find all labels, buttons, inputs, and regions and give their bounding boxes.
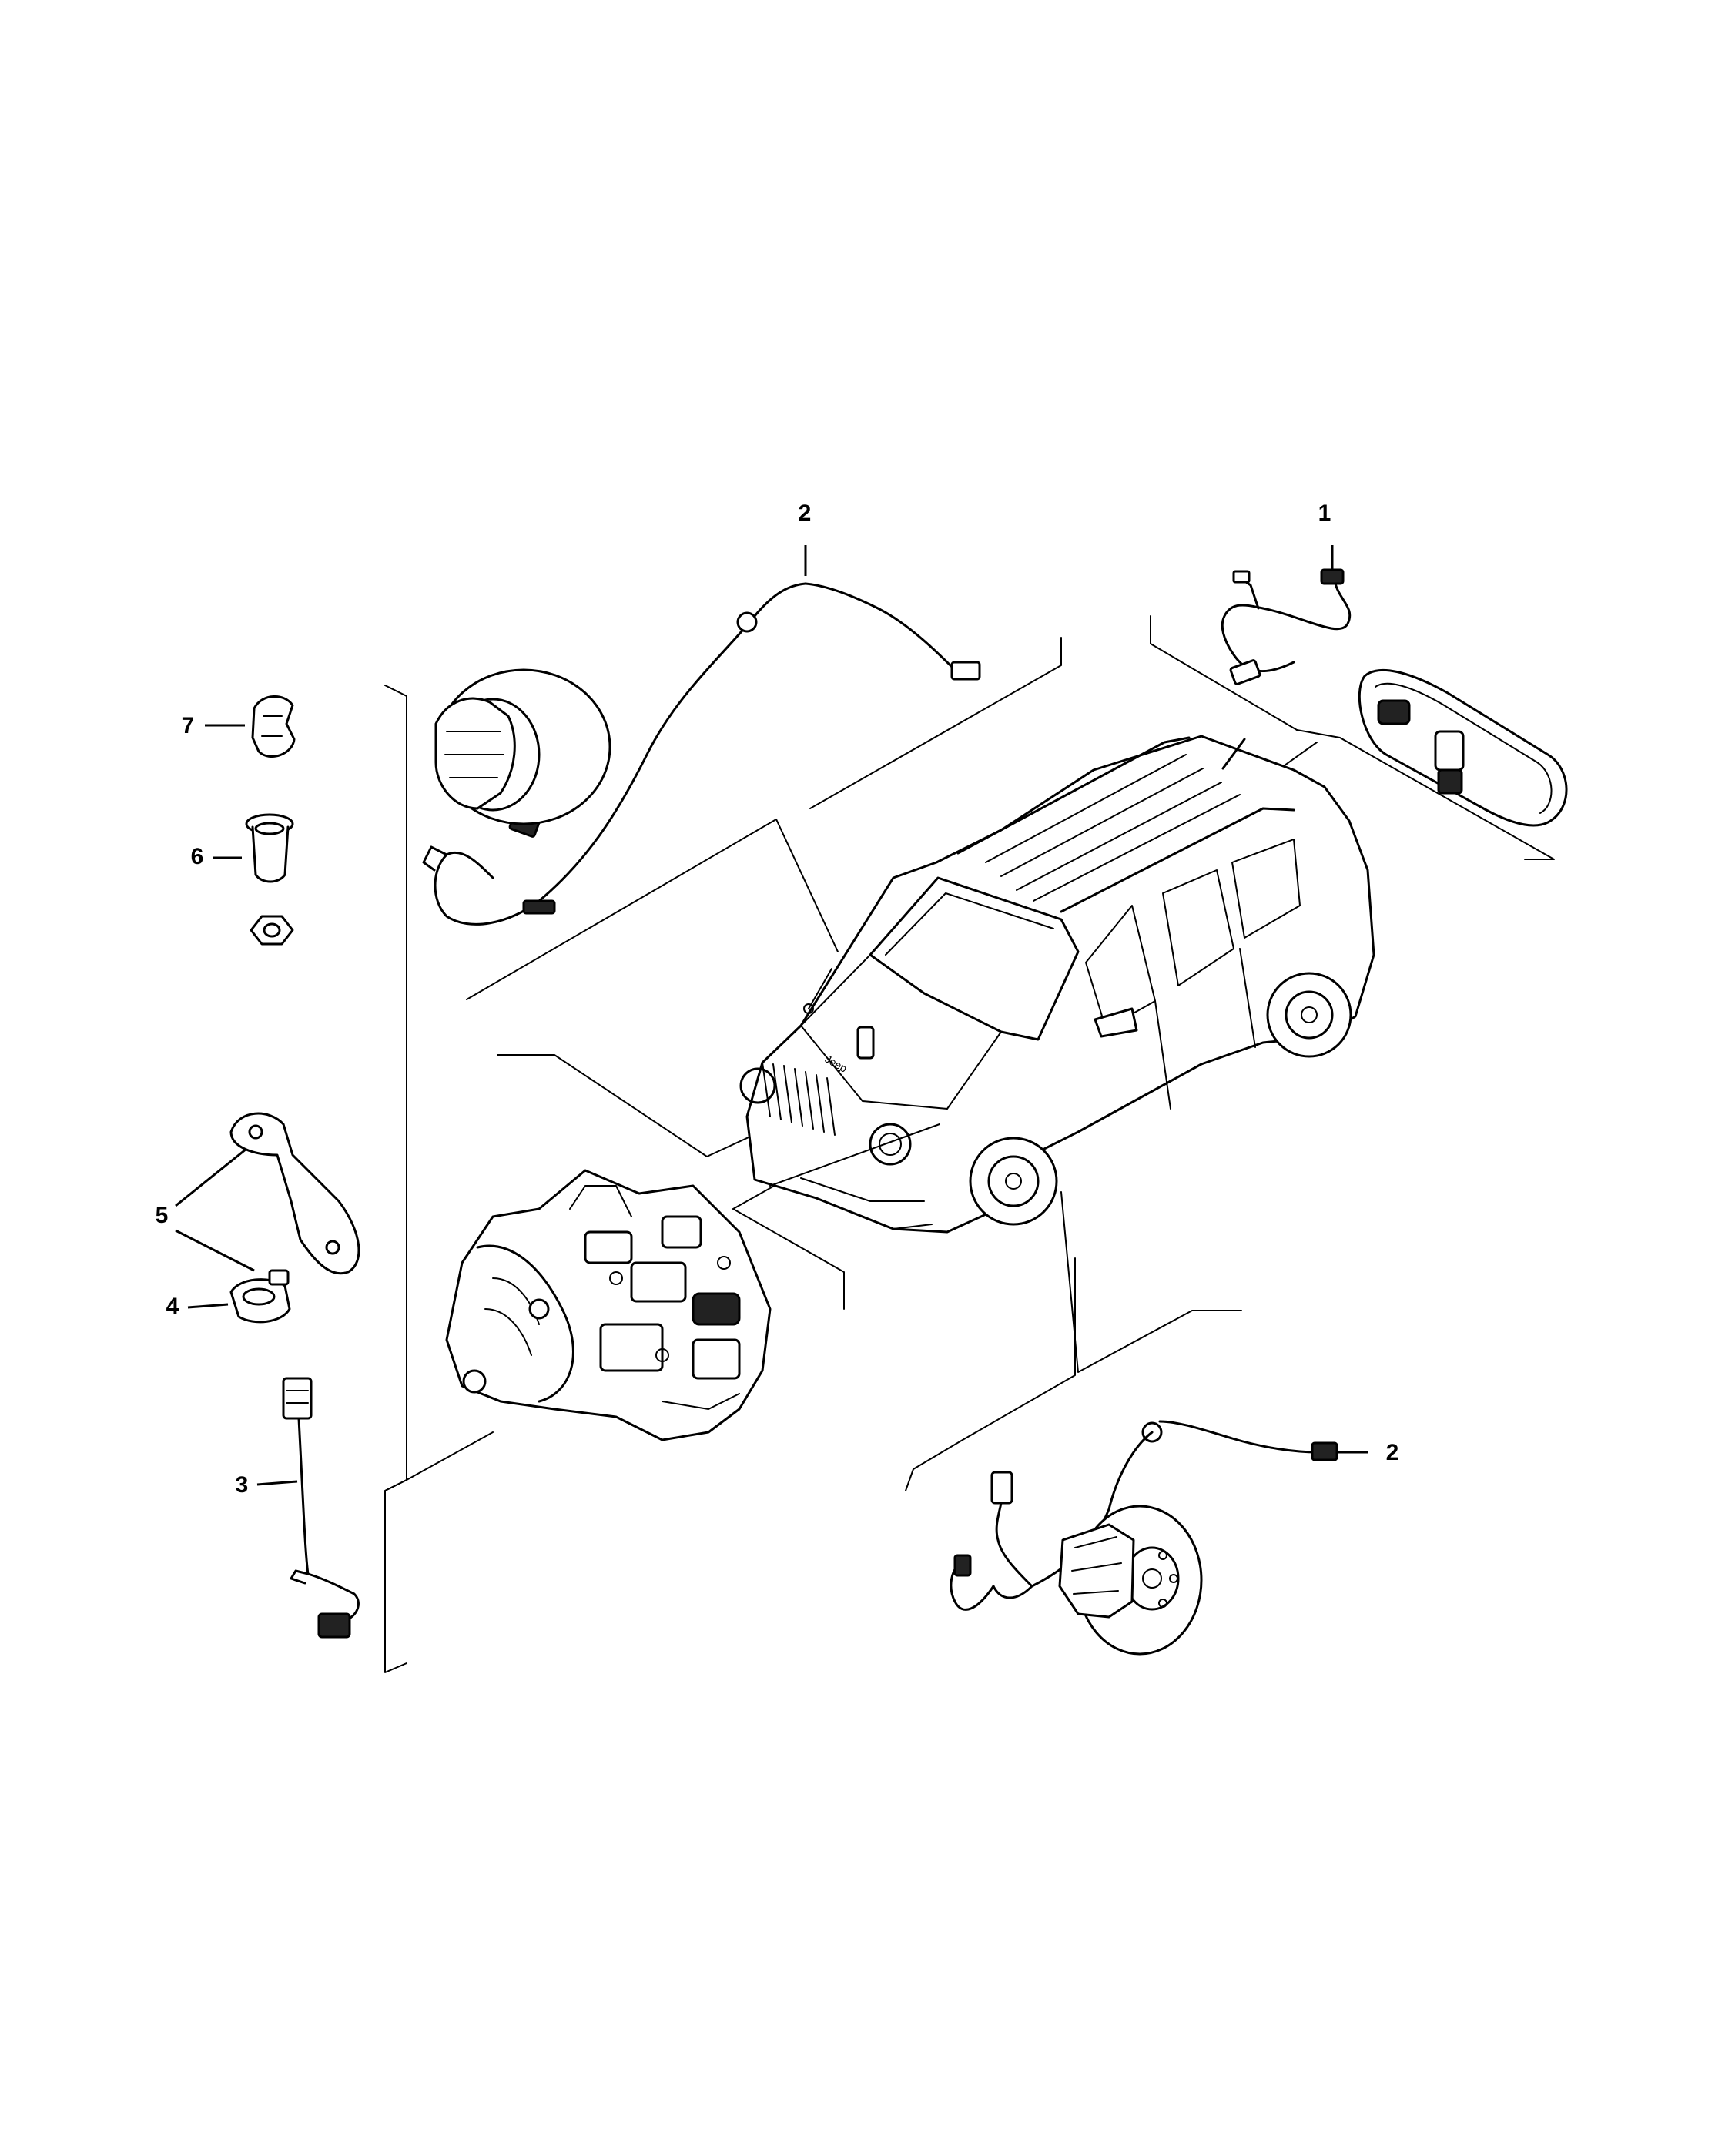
part-4-clamp [229, 1269, 291, 1324]
part-1-mirror-harness [1221, 568, 1352, 685]
callout-2-bottom: 2 [1386, 1440, 1399, 1465]
callout-7: 7 [182, 713, 195, 738]
callout-6: 6 [191, 844, 204, 869]
rear-view-mirror [1358, 668, 1568, 827]
transmission-illustration [445, 1169, 772, 1441]
part-2-front-wheel-sensor [422, 582, 981, 926]
part-3-harness [282, 1377, 360, 1639]
part-7-clip [251, 695, 296, 758]
callout-5: 5 [156, 1203, 169, 1228]
callout-3: 3 [236, 1472, 249, 1498]
part-2-rear-wheel-sensor [950, 1420, 1338, 1656]
hex-nut [250, 915, 294, 946]
leader-lines [175, 545, 1368, 1486]
callout-2-top: 2 [799, 500, 812, 526]
part-6-bushing [245, 813, 294, 883]
callout-4: 4 [166, 1294, 179, 1319]
callout-1: 1 [1318, 500, 1331, 526]
vehicle-illustration: Jeep [739, 735, 1375, 1234]
part-5-bracket [229, 1112, 360, 1275]
